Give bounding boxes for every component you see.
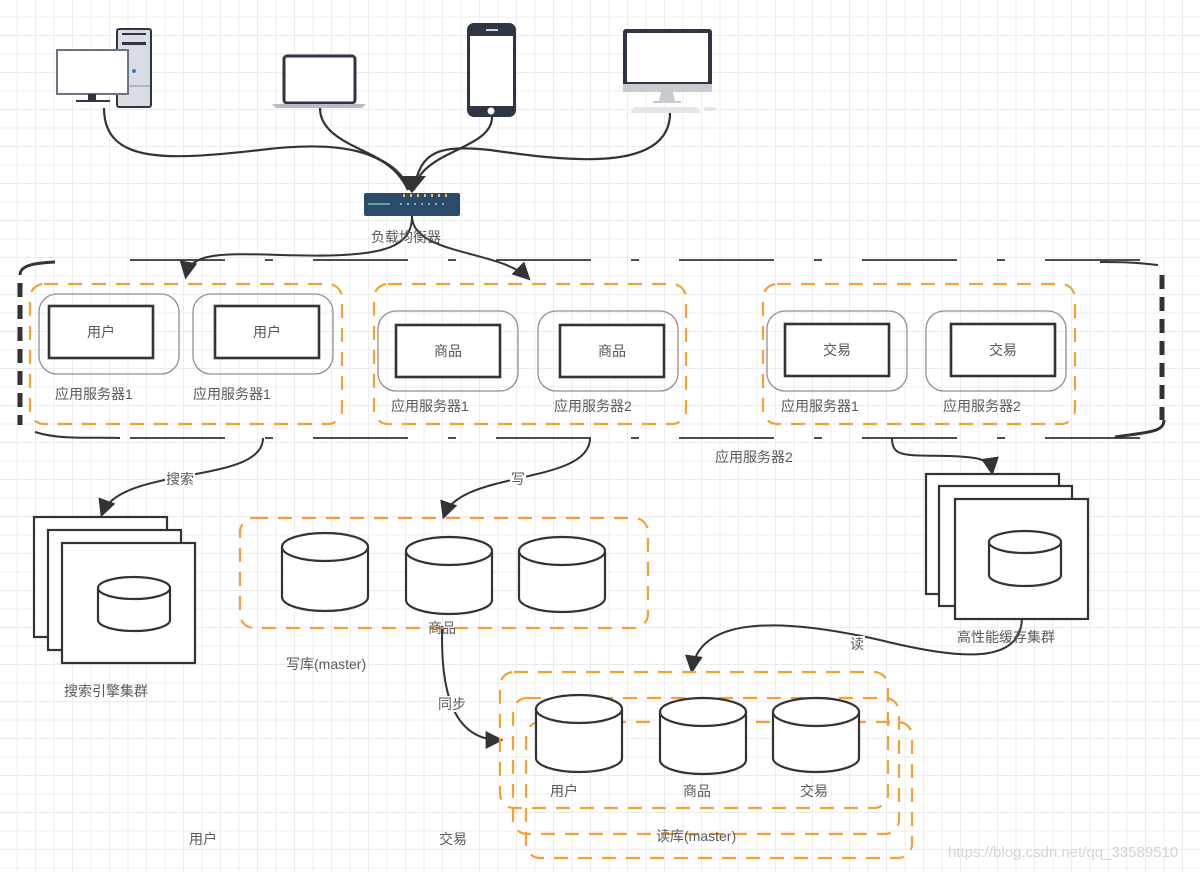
read-db-item-label: 交易	[800, 783, 828, 799]
edge-label-read: 读	[849, 636, 865, 652]
edge-laptop-lb	[318, 107, 410, 191]
edge-read	[685, 616, 1023, 674]
app-cluster-boundary	[17, 259, 1166, 439]
read-db-group	[498, 670, 890, 810]
desktop-tower-icon	[56, 28, 152, 108]
load-balancer-label: 负载均衡器	[371, 229, 441, 245]
read-db-item-label: 用户	[550, 783, 578, 799]
app-group-user	[28, 282, 344, 426]
edge-lb-cluster-right	[411, 215, 531, 281]
database-icon	[517, 535, 607, 614]
server-box	[925, 310, 1067, 392]
write-db-group	[238, 516, 650, 630]
read-db-label: 读库(master)	[656, 828, 737, 844]
server-label: 应用服务器1	[55, 386, 133, 402]
cache-cluster-label: 高性能缓存集群	[957, 629, 1055, 645]
stray-label: 交易	[439, 831, 467, 847]
laptop-icon	[272, 54, 366, 108]
database-icon	[404, 535, 494, 616]
module-box	[47, 304, 155, 360]
module-box	[558, 323, 666, 379]
module-box	[783, 322, 891, 378]
client-connections	[102, 107, 672, 193]
app-group-trade	[761, 282, 1077, 426]
server-box	[537, 310, 679, 392]
database-icon	[987, 529, 1063, 588]
edge-label-sync: 同步	[437, 696, 467, 712]
smartphone-icon	[467, 23, 516, 117]
module-box	[394, 323, 502, 379]
edge-sync	[440, 625, 504, 749]
module-label: 交易	[823, 342, 851, 358]
edge-label-search: 搜索	[165, 471, 195, 487]
server-box	[377, 310, 519, 392]
server-label: 应用服务器1	[391, 398, 469, 414]
edge-label-write: 写	[510, 471, 526, 487]
module-box	[949, 322, 1057, 378]
server-box	[192, 293, 334, 375]
server-box	[766, 310, 908, 392]
stray-label: 用户	[189, 831, 217, 847]
database-icon	[280, 531, 370, 613]
server-label: 应用服务器1	[781, 398, 859, 414]
write-db-center-label: 商品	[428, 620, 456, 636]
module-label: 交易	[989, 342, 1017, 358]
server-box	[38, 293, 180, 375]
write-db-label: 写库(master)	[286, 656, 367, 672]
module-box	[213, 304, 321, 360]
module-label: 商品	[434, 343, 462, 359]
edge-desktop-lb	[102, 107, 410, 191]
edge-phone-lb	[412, 116, 494, 191]
database-icon	[96, 575, 172, 633]
module-label: 用户	[87, 324, 115, 340]
database-icon	[534, 693, 624, 774]
edge-cache	[891, 437, 999, 476]
edge-lb-cluster-left	[179, 215, 413, 280]
server-label: 应用服务器2	[943, 398, 1021, 414]
watermark: https://blog.csdn.net/qq_33589510	[948, 844, 1179, 861]
database-icon	[771, 696, 861, 774]
server-label: 应用服务器2	[554, 398, 632, 414]
module-label: 用户	[253, 324, 281, 340]
stray-server-label: 应用服务器2	[715, 449, 793, 465]
app-group-product	[372, 282, 688, 426]
edge-imac-lb	[412, 112, 672, 191]
read-db-item-label: 商品	[683, 783, 711, 799]
module-label: 商品	[598, 343, 626, 359]
monitor-keyboard-icon	[623, 29, 716, 113]
server-label: 应用服务器1	[193, 386, 271, 402]
switch-icon	[364, 193, 460, 216]
database-icon	[658, 696, 748, 776]
search-cluster-label: 搜索引擎集群	[64, 683, 148, 699]
